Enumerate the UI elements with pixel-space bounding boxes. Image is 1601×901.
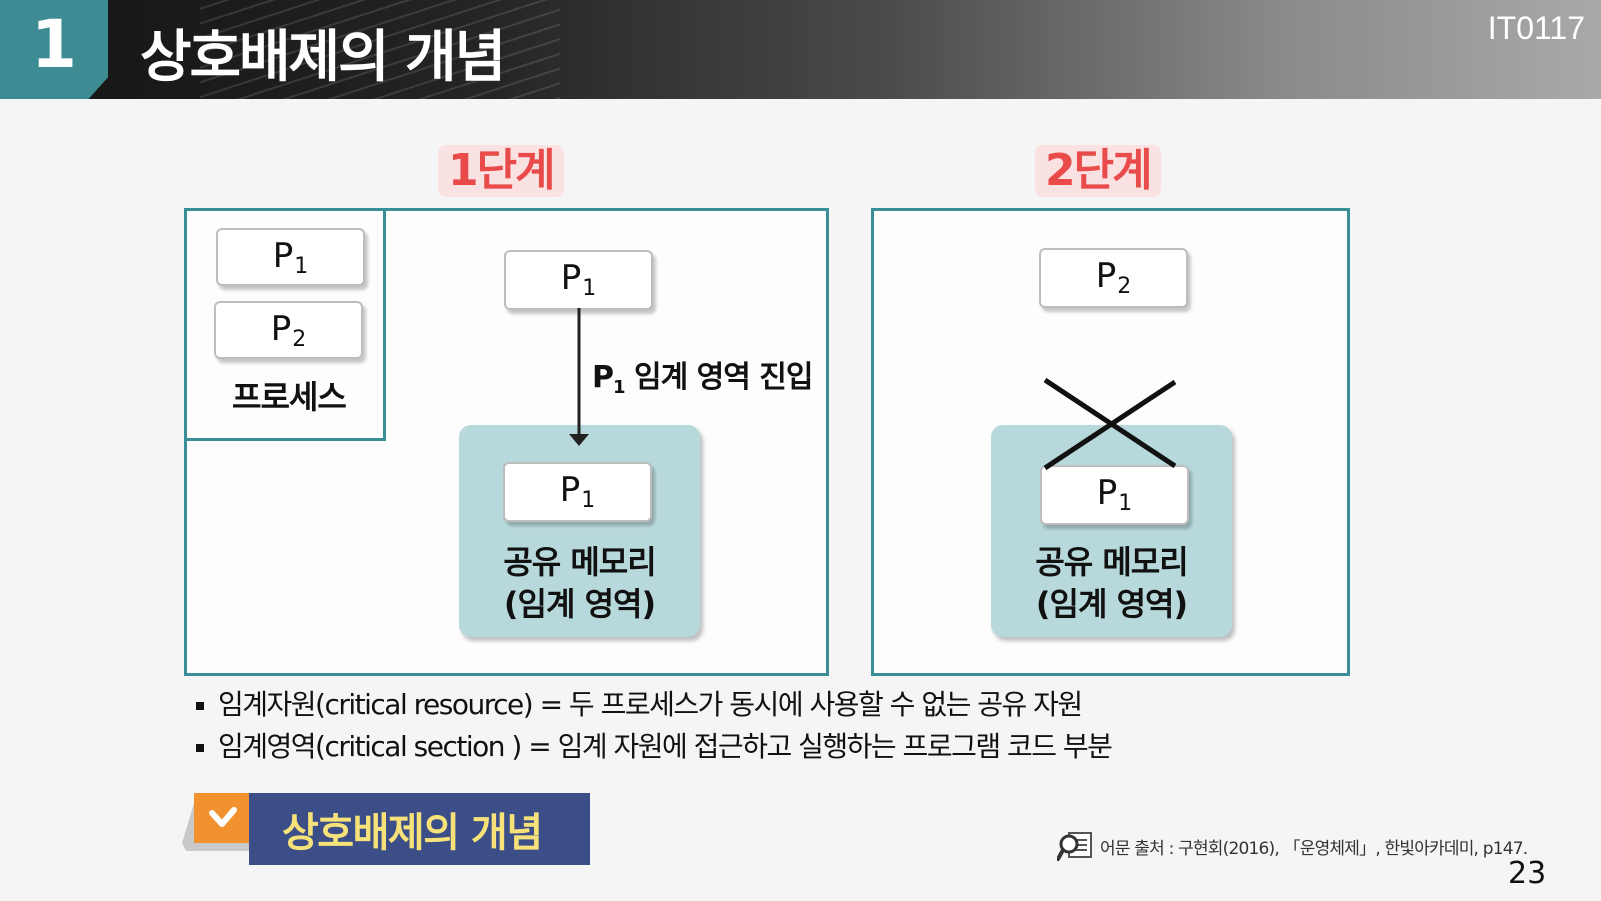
arrow-label-subscript: 1 <box>613 377 625 398</box>
legend-process-p1: P1 <box>216 228 365 286</box>
header-background-texture <box>200 0 560 99</box>
stage2-top-process-subscript: 2 <box>1117 274 1132 299</box>
stage2-memory-process-subscript: 1 <box>1118 491 1133 516</box>
bullet-icon <box>196 744 204 752</box>
legend-process-p2: P2 <box>214 301 363 359</box>
footer-title-bar <box>249 793 590 865</box>
legend-p2-letter: P <box>270 309 292 349</box>
stage2-shared-memory: 공유 메모리 (임계 영역) <box>991 425 1232 637</box>
stage1-memory-process-letter: P <box>559 470 581 510</box>
stage1-label: 1단계 <box>438 145 564 197</box>
legend-p1-subscript: 1 <box>294 254 309 279</box>
stage1-top-process-letter: P <box>560 258 582 298</box>
section-number-tab <box>0 0 108 99</box>
arrow-label-text: 임계 영역 진입 <box>624 360 813 395</box>
stage1-memory-line1: 공유 메모리 <box>503 543 656 581</box>
legend-caption: 프로세스 <box>232 378 347 416</box>
legend-p1-letter: P <box>272 236 294 276</box>
arrow-label-letter: P <box>592 360 614 395</box>
legend-p2-subscript: 2 <box>292 327 307 352</box>
slide-title: 상호배제의 개념 <box>140 25 506 90</box>
slide-header: 1 상호배제의 개념 IT0117 <box>0 0 1601 99</box>
stage2-memory-line1: 공유 메모리 <box>1035 543 1188 581</box>
check-tag-icon <box>182 793 252 851</box>
stage1-memory-process: P1 <box>503 462 652 522</box>
page-number: 23 <box>1508 856 1547 891</box>
definition-list: 임계자원(critical resource) = 두 프로세스가 동시에 사용… <box>196 684 1113 768</box>
source-citation: 어문 출처 : 구현회(2016), 「운영체제」, 한빛아카데미, p147. <box>1100 839 1528 859</box>
blocked-cross-line-b <box>1043 379 1177 471</box>
stage2-top-process-letter: P <box>1095 256 1117 296</box>
stage1-top-process: P1 <box>504 250 653 310</box>
stage2-label: 2단계 <box>1035 145 1161 197</box>
definition-item: 임계자원(critical resource) = 두 프로세스가 동시에 사용… <box>196 684 1111 726</box>
definition-critical-resource: 임계자원(critical resource) = 두 프로세스가 동시에 사용… <box>218 688 1083 721</box>
definition-item: 임계영역(critical section ) = 임계 자원에 접근하고 실행… <box>196 726 1113 768</box>
stage1-memory-process-subscript: 1 <box>581 488 596 513</box>
bullet-icon <box>196 702 204 710</box>
stage2-memory-process-letter: P <box>1096 473 1118 513</box>
footer-title: 상호배제의 개념 <box>282 810 543 856</box>
course-code: IT0117 <box>1487 10 1585 46</box>
section-number: 1 <box>31 6 77 83</box>
stage1-arrow-label: P1 임계 영역 진입 <box>592 352 813 398</box>
source-magnifier-icon <box>1057 832 1092 861</box>
stage1-arrow-head <box>569 434 589 446</box>
definition-critical-section: 임계영역(critical section ) = 임계 자원에 접근하고 실행… <box>218 730 1113 763</box>
stage2-memory-line2: (임계 영역) <box>1035 585 1188 623</box>
stage2-memory-process: P1 <box>1040 465 1189 525</box>
stage1-top-process-subscript: 1 <box>582 276 597 301</box>
stage1-memory-line2: (임계 영역) <box>503 585 656 623</box>
stage2-top-process: P2 <box>1039 248 1188 308</box>
stage1-shared-memory: 공유 메모리 (임계 영역) <box>459 425 700 637</box>
